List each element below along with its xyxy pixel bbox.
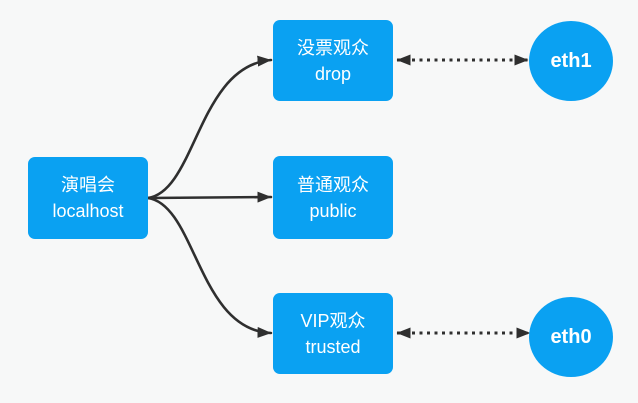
node-trusted-subtitle: trusted: [305, 336, 361, 357]
edge-localhost-public: [146, 191, 273, 203]
node-public-title: 普通观众: [297, 174, 369, 195]
node-drop-subtitle: drop: [314, 63, 352, 84]
node-eth0: eth0: [529, 297, 613, 377]
node-public: 普通观众 public: [273, 156, 393, 239]
edge-localhost-trusted: [146, 196, 273, 338]
edge-localhost-drop: [146, 55, 273, 200]
node-localhost: 演唱会 localhost: [28, 157, 148, 239]
node-localhost-subtitle: localhost: [52, 201, 124, 221]
node-trusted-title: VIP观众: [300, 310, 366, 331]
node-drop-title: 没票观众: [297, 37, 369, 58]
node-eth1: eth1: [529, 21, 613, 101]
node-trusted: VIP观众 trusted: [273, 293, 393, 374]
node-public-subtitle: public: [309, 200, 357, 221]
node-localhost-title: 演唱会: [61, 175, 115, 195]
node-eth1-label: eth1: [550, 50, 592, 72]
node-drop: 没票观众 drop: [273, 20, 393, 101]
node-eth0-label: eth0: [550, 326, 592, 348]
